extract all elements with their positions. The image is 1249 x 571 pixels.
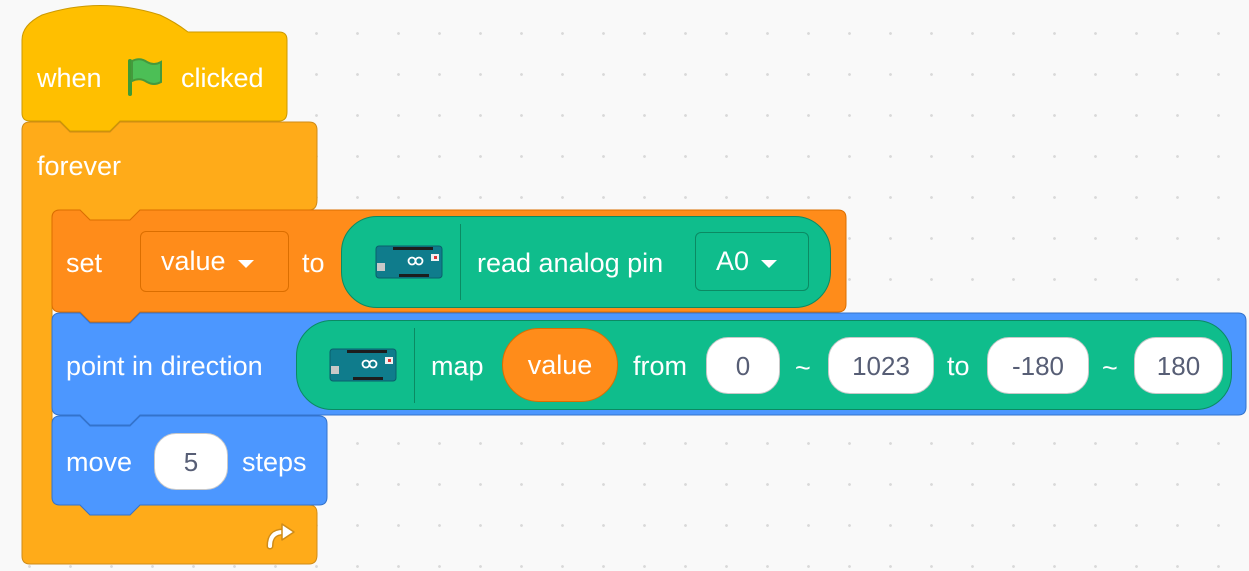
- loop-arrow-icon: [266, 523, 295, 550]
- pin-dropdown[interactable]: A0: [695, 232, 809, 291]
- to-high-input[interactable]: 180: [1134, 337, 1223, 394]
- value-variable-label: value: [527, 349, 593, 380]
- steps-input[interactable]: 5: [154, 433, 228, 490]
- arduino-board-icon: [375, 245, 443, 279]
- when-label: when: [37, 63, 102, 93]
- move-label: move: [66, 447, 133, 477]
- chevron-down-icon: [237, 259, 254, 268]
- green-flag-icon[interactable]: [126, 56, 164, 98]
- forever-label: forever: [37, 151, 122, 181]
- clicked-label: clicked: [181, 63, 264, 93]
- from-label: from: [633, 351, 687, 381]
- point-in-direction-label: point in direction: [66, 351, 263, 381]
- to-label: to: [947, 351, 970, 381]
- tilde-label: ~: [1102, 353, 1118, 383]
- reporter-divider: [414, 328, 415, 403]
- tilde-label: ~: [795, 353, 811, 383]
- value-variable-reporter[interactable]: value: [502, 328, 618, 402]
- arduino-board-icon: [329, 348, 397, 382]
- to-low-input[interactable]: -180: [987, 337, 1089, 394]
- from-low-input[interactable]: 0: [706, 337, 780, 394]
- variable-dropdown[interactable]: value: [140, 231, 289, 292]
- pin-dropdown-value: A0: [716, 246, 750, 276]
- to-label: to: [302, 248, 325, 278]
- from-high-input[interactable]: 1023: [828, 337, 934, 394]
- map-label: map: [431, 351, 484, 381]
- steps-label: steps: [242, 447, 307, 477]
- read-analog-pin-label: read analog pin: [477, 248, 664, 278]
- variable-dropdown-value: value: [161, 246, 226, 276]
- reporter-divider: [460, 224, 461, 300]
- set-label: set: [66, 248, 103, 278]
- chevron-down-icon: [761, 259, 778, 268]
